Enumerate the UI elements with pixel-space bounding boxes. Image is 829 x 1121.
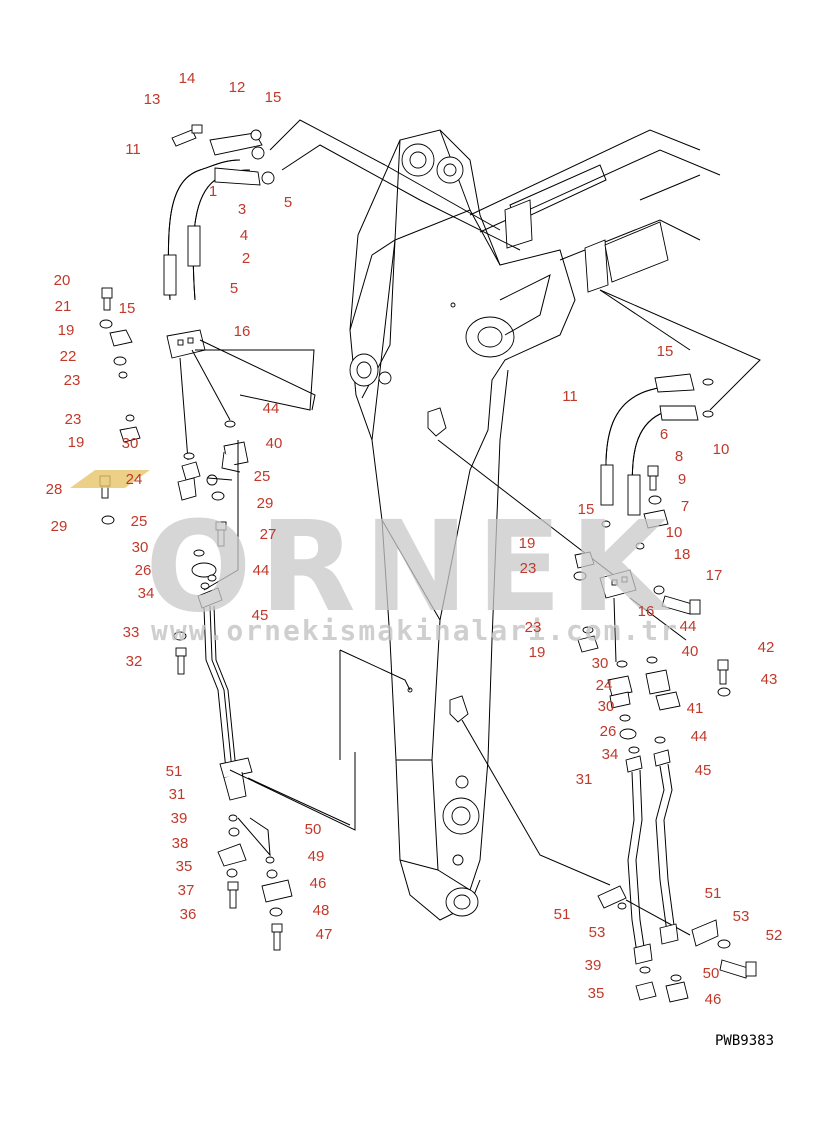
callout-label: 36 — [180, 906, 197, 923]
callout-label: 44 — [691, 728, 708, 745]
callout-label: 51 — [554, 906, 571, 923]
callout-label: 28 — [46, 481, 63, 498]
callout-label: 2 — [242, 250, 250, 267]
callout-label: 25 — [131, 513, 148, 530]
callout-label: 30 — [122, 435, 139, 452]
callout-label: 23 — [525, 619, 542, 636]
watermark: ORNEK www.ornekismakinalari.com.tr — [70, 470, 679, 647]
left-hose-assembly — [99, 124, 356, 951]
callout-label: 4 — [240, 227, 248, 244]
callout-label: 40 — [266, 435, 283, 452]
callout-label: 49 — [308, 848, 325, 865]
boom-body — [349, 129, 576, 921]
callout-label: 42 — [758, 639, 775, 656]
callout-label: 12 — [229, 79, 246, 96]
callout-label: 29 — [51, 518, 68, 535]
callout-label: 15 — [657, 343, 674, 360]
callout-label: 31 — [576, 771, 593, 788]
callout-label: 41 — [687, 700, 704, 717]
callout-label: 16 — [234, 323, 251, 340]
callout-label: 44 — [263, 400, 280, 417]
watermark-logo: ORNEK — [145, 495, 674, 640]
callout-label: 11 — [125, 141, 141, 158]
callout-label: 3 — [238, 201, 246, 218]
callout-label: 22 — [60, 348, 77, 365]
callout-label: 20 — [54, 272, 71, 289]
callout-label: 51 — [166, 763, 183, 780]
callout-label: 26 — [600, 723, 617, 740]
callout-label: 26 — [135, 562, 152, 579]
drawing-code: PWB9383 — [715, 1033, 774, 1049]
callout-label: 8 — [675, 448, 683, 465]
callout-label: 27 — [260, 526, 277, 543]
callout-label: 39 — [585, 957, 602, 974]
callout-label: 39 — [171, 810, 188, 827]
callout-label: 52 — [766, 927, 783, 944]
callout-label: 47 — [316, 926, 333, 943]
callout-label: 45 — [695, 762, 712, 779]
callout-label: 46 — [310, 875, 327, 892]
arm-cylinder — [469, 129, 721, 293]
callout-label: 34 — [138, 585, 155, 602]
callout-label: 13 — [144, 91, 161, 108]
callout-label: 44 — [680, 618, 697, 635]
callout-label: 19 — [58, 322, 75, 339]
callout-label: 29 — [257, 495, 274, 512]
callout-label: 10 — [666, 524, 683, 541]
callout-label: 23 — [64, 372, 81, 389]
callout-label: 24 — [126, 471, 143, 488]
callout-label: 44 — [253, 562, 270, 579]
callout-label: 35 — [176, 858, 193, 875]
callout-label: 1 — [209, 183, 217, 200]
watermark-url: www.ornekismakinalari.com.tr — [151, 614, 679, 647]
callout-label: 43 — [761, 671, 778, 688]
callout-label: 53 — [733, 908, 750, 925]
callout-label: 40 — [682, 643, 699, 660]
callout-label: 19 — [68, 434, 85, 451]
callout-label: 31 — [169, 786, 186, 803]
callout-label: 38 — [172, 835, 189, 852]
callout-label: 11 — [562, 388, 578, 405]
callout-label: 30 — [598, 698, 615, 715]
callout-label: 15 — [578, 501, 595, 518]
callout-label: 34 — [602, 746, 619, 763]
right-hose-assembly — [573, 373, 757, 1003]
callout-label: 6 — [660, 426, 668, 443]
callout-label: 5 — [284, 194, 292, 211]
callout-label: 25 — [254, 468, 271, 485]
callout-label: 10 — [713, 441, 730, 458]
callout-label: 53 — [589, 924, 606, 941]
callout-label: 21 — [55, 298, 72, 315]
callout-label: 23 — [520, 560, 537, 577]
callout-label: 37 — [178, 882, 195, 899]
callout-label: 7 — [681, 498, 689, 515]
callout-label: 18 — [674, 546, 691, 563]
callout-label: 5 — [230, 280, 238, 297]
callout-label: 17 — [706, 567, 723, 584]
callout-label: 30 — [132, 539, 149, 556]
callout-label: 45 — [252, 607, 269, 624]
callout-label: 33 — [123, 624, 140, 641]
callout-label: 48 — [313, 902, 330, 919]
callout-label: 35 — [588, 985, 605, 1002]
callout-label: 50 — [703, 965, 720, 982]
callout-label: 15 — [265, 89, 282, 106]
callout-label: 19 — [519, 535, 536, 552]
callout-label: 24 — [596, 677, 613, 694]
callout-label: 16 — [638, 603, 655, 620]
callout-label: 51 — [705, 885, 722, 902]
callout-label: 23 — [65, 411, 82, 428]
callout-label: 30 — [592, 655, 609, 672]
callout-label: 14 — [179, 70, 196, 87]
callout-label: 15 — [119, 300, 136, 317]
callout-label: 9 — [678, 471, 686, 488]
callout-label: 50 — [305, 821, 322, 838]
callout-label: 46 — [705, 991, 722, 1008]
callout-label: 19 — [529, 644, 546, 661]
callout-label: 32 — [126, 653, 143, 670]
